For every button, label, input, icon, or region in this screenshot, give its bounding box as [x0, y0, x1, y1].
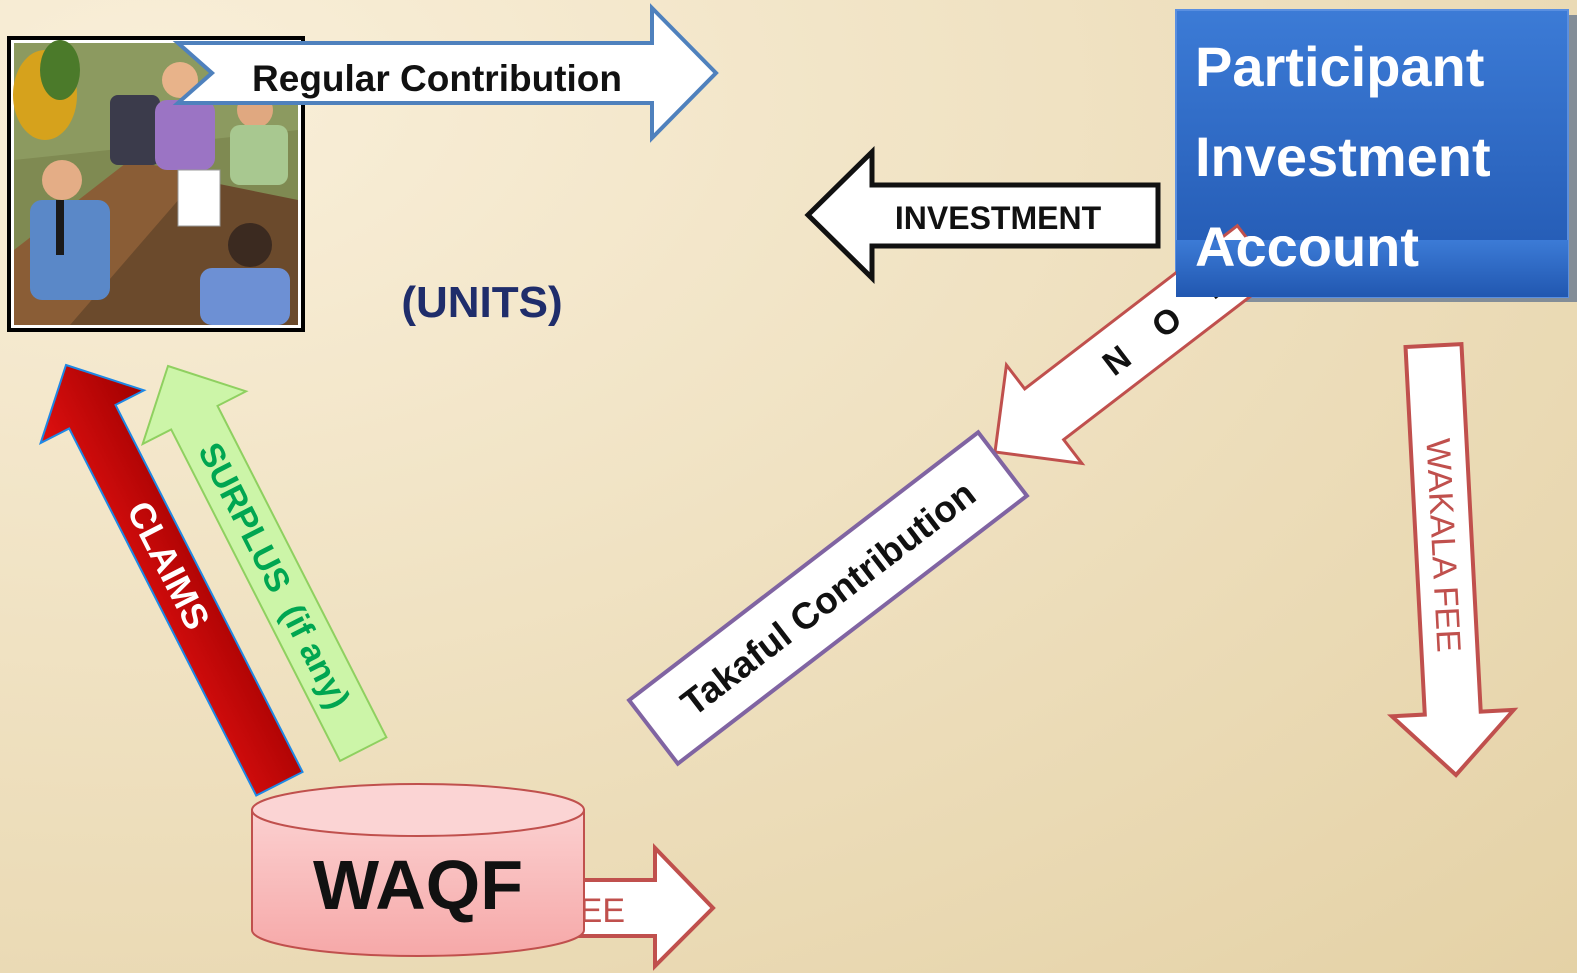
fee-label: EE	[580, 892, 625, 930]
pia-box-overlap	[1176, 240, 1568, 297]
pia-title-line-1: Participant	[1195, 35, 1484, 98]
waqf-label: WAQF	[313, 846, 523, 924]
regular-contribution-label: Regular Contribution	[252, 58, 622, 99]
units-label: (UNITS)	[401, 278, 562, 327]
waqf-cylinder: WAQF	[251, 783, 585, 957]
regular-contribution-arrow: Regular Contribution	[172, 3, 719, 143]
pia-title-line-3-overlay: Account	[1195, 215, 1419, 278]
investment-arrow: INVESTMENT	[804, 146, 1161, 284]
investment-label: INVESTMENT	[895, 200, 1102, 236]
pia-title-line-2: Investment	[1195, 125, 1491, 188]
wakala-fee-arrow: WAKALA FEE	[1386, 342, 1519, 778]
